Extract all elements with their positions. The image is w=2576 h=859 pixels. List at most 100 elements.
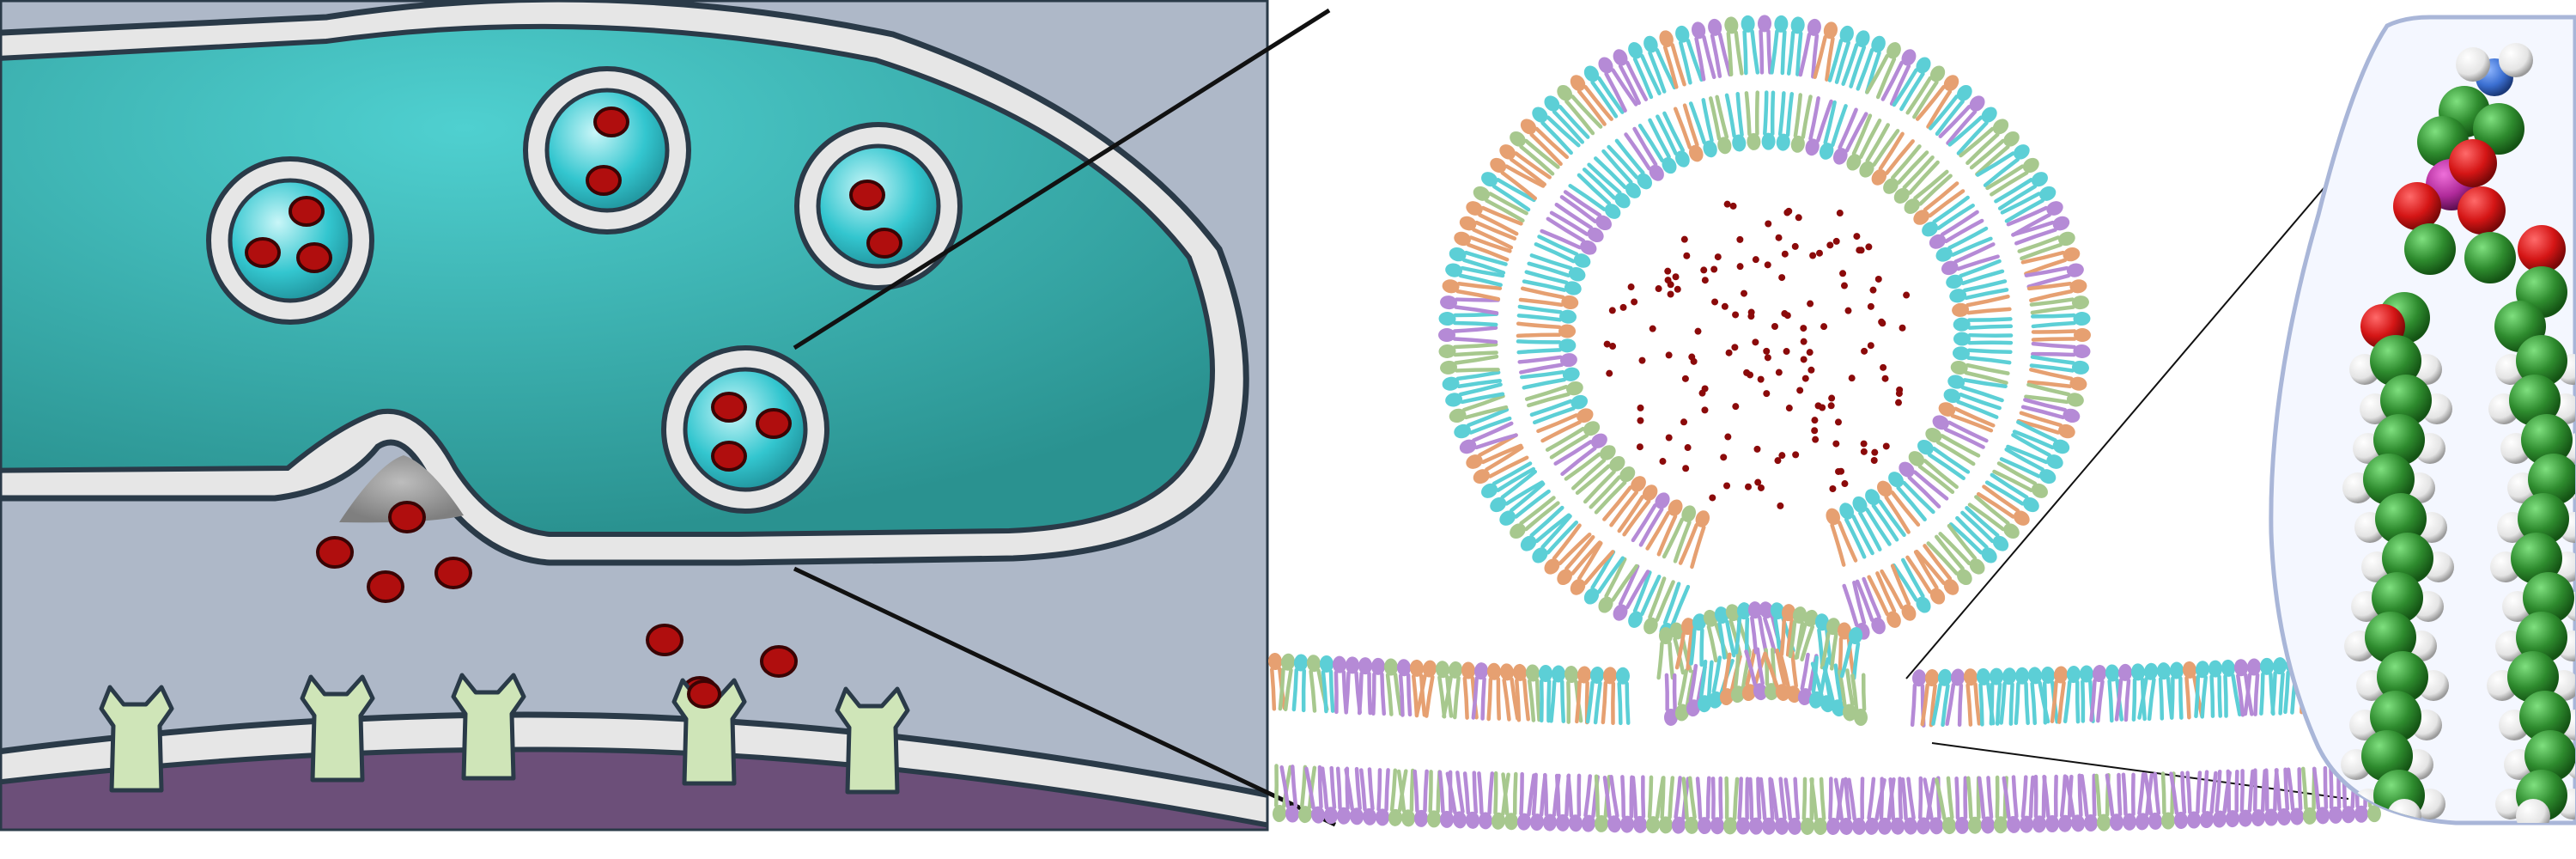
lipid-tail (1828, 777, 1833, 820)
lipid-head (1871, 617, 1886, 635)
lipid-tail (1878, 499, 1906, 538)
phospholipid (1440, 295, 1500, 315)
lipid-head (2013, 510, 2030, 526)
lipid-tail (1516, 348, 1562, 355)
phospholipid (1540, 216, 1597, 255)
lipid-tail (1423, 769, 1429, 813)
lumen-transmitter-dot (1861, 347, 1868, 355)
lipid-head (1481, 483, 1498, 498)
phospholipid (1899, 461, 1949, 509)
lipid-tail (1367, 767, 1375, 811)
lumen-transmitter-dot (1856, 247, 1863, 254)
carbon-atom (2377, 651, 2428, 703)
lipid-tail (1398, 673, 1405, 717)
phospholipid (1663, 673, 1679, 726)
lipid-head (1697, 695, 1712, 713)
phospholipid (2020, 398, 2081, 423)
phospholipid (1628, 42, 1662, 100)
phospholipid (1499, 144, 1552, 186)
lipid-tail (1393, 672, 1403, 716)
phospholipid (1900, 777, 1918, 835)
lipid-tail (1335, 766, 1342, 810)
lipid-head (1388, 808, 1403, 826)
lipid-tail (1662, 45, 1679, 89)
lipid-tail (1967, 332, 2014, 338)
lipid-tail (1617, 495, 1645, 533)
lipid-head (2022, 497, 2039, 513)
lipid-head (2302, 807, 2318, 825)
lipid-tail (1455, 368, 1500, 373)
lumen-transmitter-dot (1736, 263, 1744, 271)
lipid-tail (1558, 532, 1592, 566)
lipid-tail (1640, 574, 1662, 617)
phospholipid (1923, 776, 1944, 835)
lumen-transmitter-dot (1775, 369, 1783, 376)
phospholipid (2121, 772, 2137, 831)
lipid-tail (1996, 461, 2038, 486)
lipid-head (1532, 547, 1548, 564)
lipid-tail (1710, 34, 1722, 78)
phospholipid (1524, 381, 1583, 408)
lipid-head (1808, 691, 1824, 709)
lipid-head (2096, 813, 2111, 832)
lipid-head (1790, 16, 1805, 34)
lipid-tail (2274, 768, 2282, 812)
lipid-tail (1931, 682, 1942, 726)
lipid-tail (1955, 515, 1989, 550)
lipid-tail (1559, 195, 1597, 224)
lipid-head (1580, 240, 1597, 255)
lipid-tail (1453, 312, 1499, 318)
lipid-head (1826, 818, 1841, 835)
lipid-head (2221, 659, 2236, 677)
lumen-transmitter-dot (1800, 356, 1807, 363)
lipid-tail (1601, 680, 1608, 725)
lipid-head (1838, 817, 1854, 835)
carbon-atom (2404, 223, 2456, 275)
lumen-transmitter-dot (1829, 484, 1837, 492)
lipid-head (1916, 817, 1931, 835)
lumen-transmitter-dot (1840, 282, 1848, 289)
lumen-transmitter-dot (1674, 285, 1681, 293)
phospholipid (1359, 767, 1377, 825)
lipid-head (1775, 684, 1790, 702)
lipid-head (1370, 657, 1386, 675)
lipid-tail (1822, 666, 1835, 704)
lipid-head (1658, 816, 1674, 834)
lipid-head (1893, 187, 1910, 204)
lipid-tail (2105, 773, 2115, 817)
lipid-head (2057, 814, 2073, 832)
lipid-tail (1967, 503, 2005, 532)
lipid-head (2199, 811, 2215, 829)
lipid-tail (1815, 99, 1833, 143)
lipid-tail (1718, 776, 1723, 820)
phospholipid (2238, 769, 2255, 827)
lipid-head (2182, 661, 2197, 679)
phospholipid (1922, 195, 1975, 237)
lipid-head (1790, 135, 1805, 153)
lumen-transmitter-dot (1792, 451, 1800, 459)
lumen-transmitter-dot (1820, 323, 1828, 331)
lipid-tail (2131, 678, 2137, 722)
lipid-tail (1524, 385, 1569, 401)
lumen-transmitter-dot (1725, 349, 1733, 356)
lipid-tail (1461, 258, 1506, 275)
lipid-head (1490, 497, 1507, 513)
lumen-transmitter-dot (1659, 458, 1667, 466)
lipid-tail (1527, 392, 1571, 408)
lipid-tail (1900, 777, 1908, 821)
lipid-head (2276, 808, 2292, 825)
lipid-head (2022, 157, 2039, 174)
lumen-transmitter-dot (1681, 375, 1689, 382)
lipid-head (1559, 353, 1577, 368)
phospholipid (1976, 144, 2030, 187)
lipid-tail (2016, 420, 2057, 442)
lipid-tail (1984, 480, 2025, 506)
lipid-head (1842, 704, 1857, 722)
lumen-transmitter-dot (1791, 242, 1799, 250)
phospholipid (1888, 472, 1935, 521)
lumen-transmitter-dot (1781, 250, 1789, 258)
lipid-tail (2077, 773, 2083, 818)
phospholipid (2026, 279, 2087, 302)
lipid-head (1871, 168, 1887, 186)
lipid-tail (1357, 671, 1364, 716)
